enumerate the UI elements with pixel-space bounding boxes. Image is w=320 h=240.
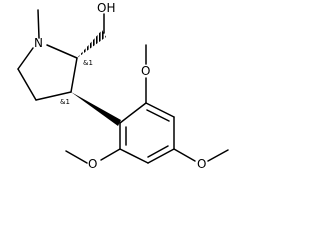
atom-o-top-label: O xyxy=(141,64,150,78)
bond-n-c2 xyxy=(46,44,78,59)
bond-c3-c4 xyxy=(35,91,72,101)
bond-o-left-methyl xyxy=(65,150,88,164)
hashed-wedge-c2-ch2 xyxy=(77,30,106,58)
bond-ar-c2-c3-inner xyxy=(146,109,170,122)
molecule-drawing: N OH O O O &1 &1 xyxy=(17,1,229,171)
bond-ar-c2-c3 xyxy=(145,102,175,118)
bond-c4-c5 xyxy=(17,68,37,101)
bond-c2-c3 xyxy=(70,57,78,93)
bond-o-right-methyl xyxy=(207,149,229,162)
bond-ar-o-right xyxy=(173,148,196,162)
bond-ar-c1-c2 xyxy=(119,102,147,124)
atom-n-label: N xyxy=(34,36,43,50)
bold-wedge-c3-aryl xyxy=(71,92,121,126)
bond-ar-o-left xyxy=(100,148,121,161)
structure-svg: N OH O O O &1 &1 xyxy=(17,1,229,171)
atom-o-right-label: O xyxy=(197,157,206,171)
stereo-label-c3: &1 xyxy=(60,98,70,106)
stereo-label-c2: &1 xyxy=(83,59,93,67)
atom-oh-label: OH xyxy=(97,1,115,15)
bond-ar-c4-c5 xyxy=(147,148,175,164)
bond-ar-c4-c5-inner xyxy=(147,145,169,158)
bond-ar-c5-c6 xyxy=(119,148,149,164)
bond-c5-n xyxy=(17,47,34,70)
atom-o-left-label: O xyxy=(88,157,97,171)
bond-n-methyl xyxy=(37,9,40,39)
